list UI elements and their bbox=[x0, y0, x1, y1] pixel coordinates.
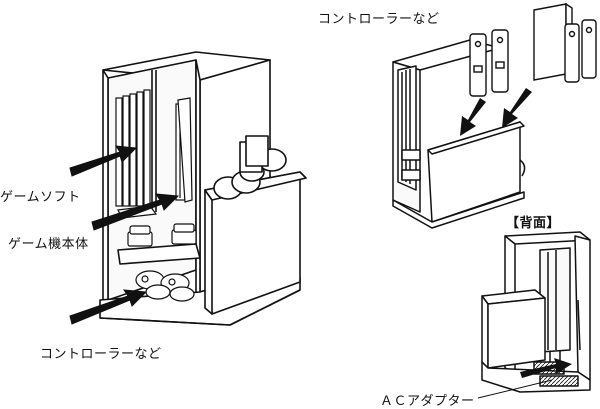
arrows-left bbox=[69, 145, 180, 325]
label-controller-left: コントローラーなど bbox=[40, 347, 162, 362]
arrows-top-right bbox=[460, 88, 532, 136]
game-console-standing bbox=[175, 97, 193, 203]
label-ac-adapter: ＡＣアダプター bbox=[380, 394, 475, 409]
side-box bbox=[204, 135, 307, 315]
label-controller-top: コントローラーなど bbox=[318, 12, 440, 27]
label-back-view: 【背面】 bbox=[506, 216, 561, 231]
bottom-controllers bbox=[135, 270, 195, 302]
shelf-consoles bbox=[127, 223, 197, 247]
label-game-console: ゲーム機本体 bbox=[8, 237, 89, 252]
top-controllers bbox=[469, 2, 597, 97]
arrow-ac-adapter bbox=[520, 358, 572, 378]
ac-adapter-leader-line bbox=[477, 379, 553, 399]
label-game-soft: ゲームソフト bbox=[0, 190, 81, 205]
back-view-cabinet bbox=[481, 231, 591, 393]
top-right-cabinet bbox=[392, 39, 526, 229]
